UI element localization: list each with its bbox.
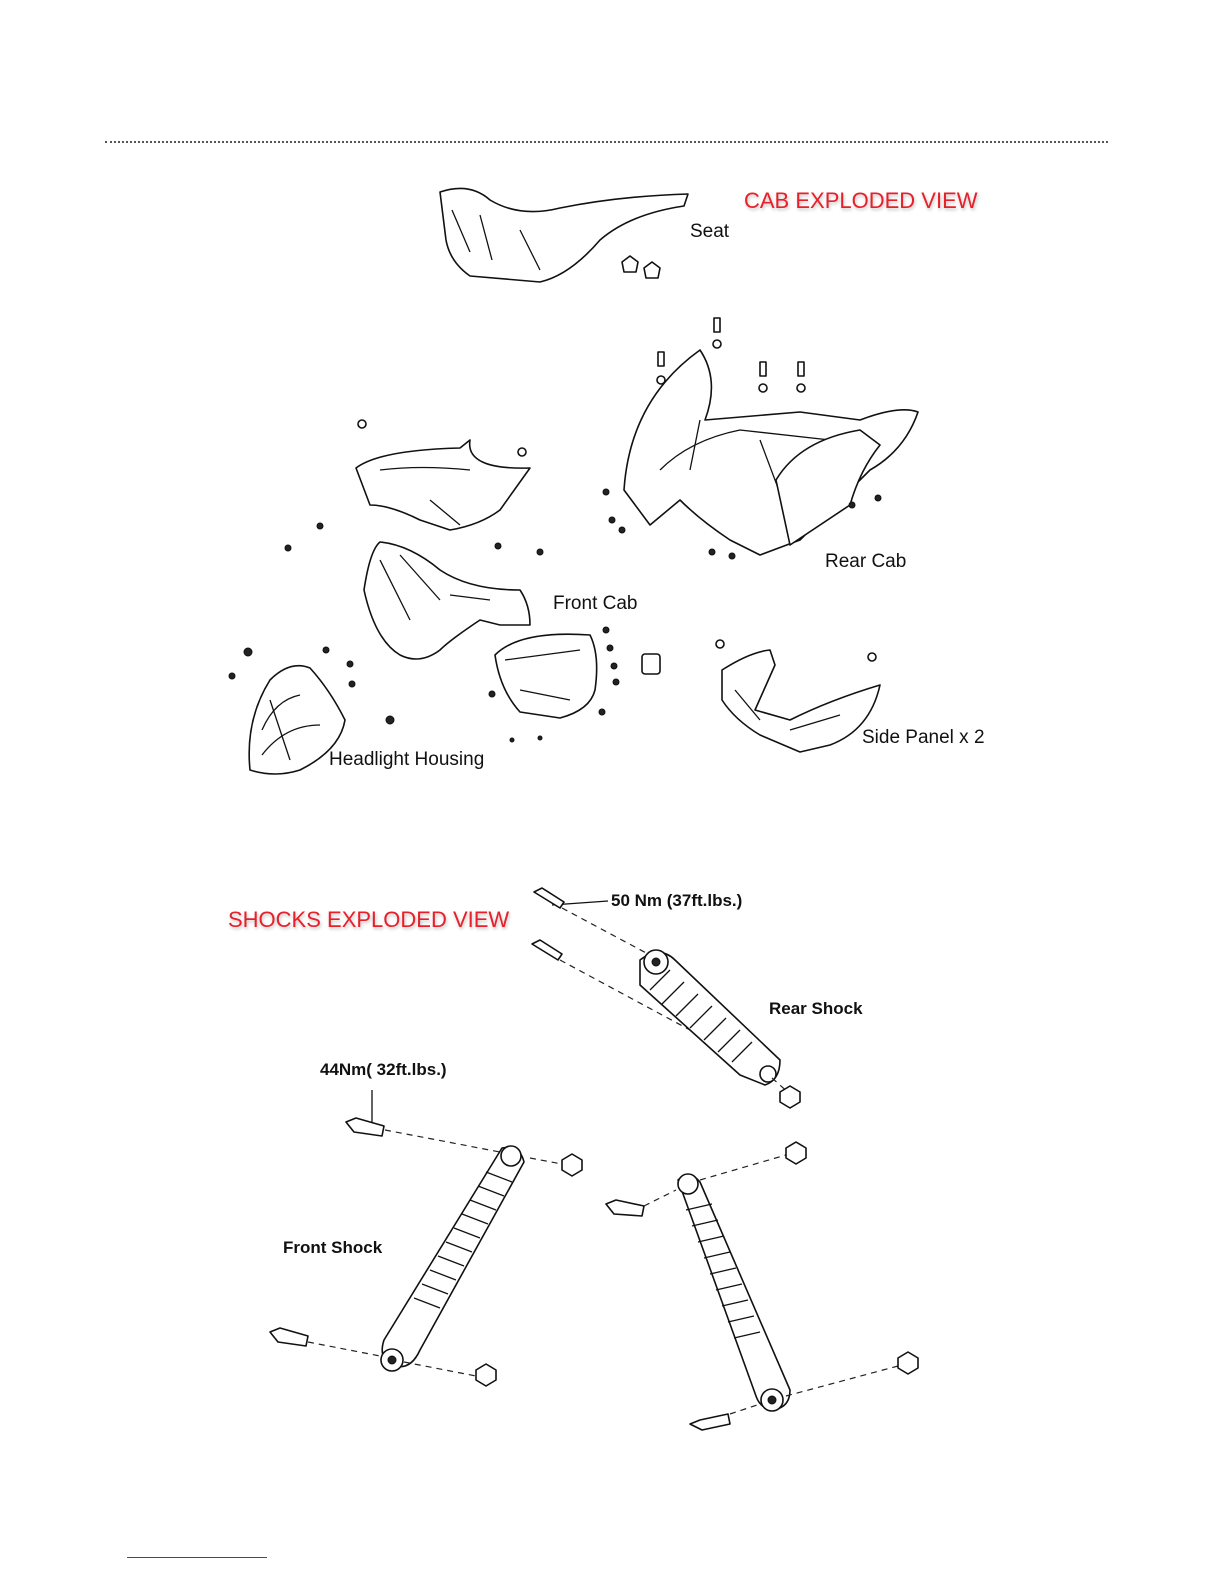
footer-link-underline xyxy=(127,1557,267,1558)
rear-shock-part xyxy=(532,888,800,1108)
front-shock-right-part xyxy=(606,1142,918,1430)
front-shock-left-part xyxy=(270,1090,582,1386)
